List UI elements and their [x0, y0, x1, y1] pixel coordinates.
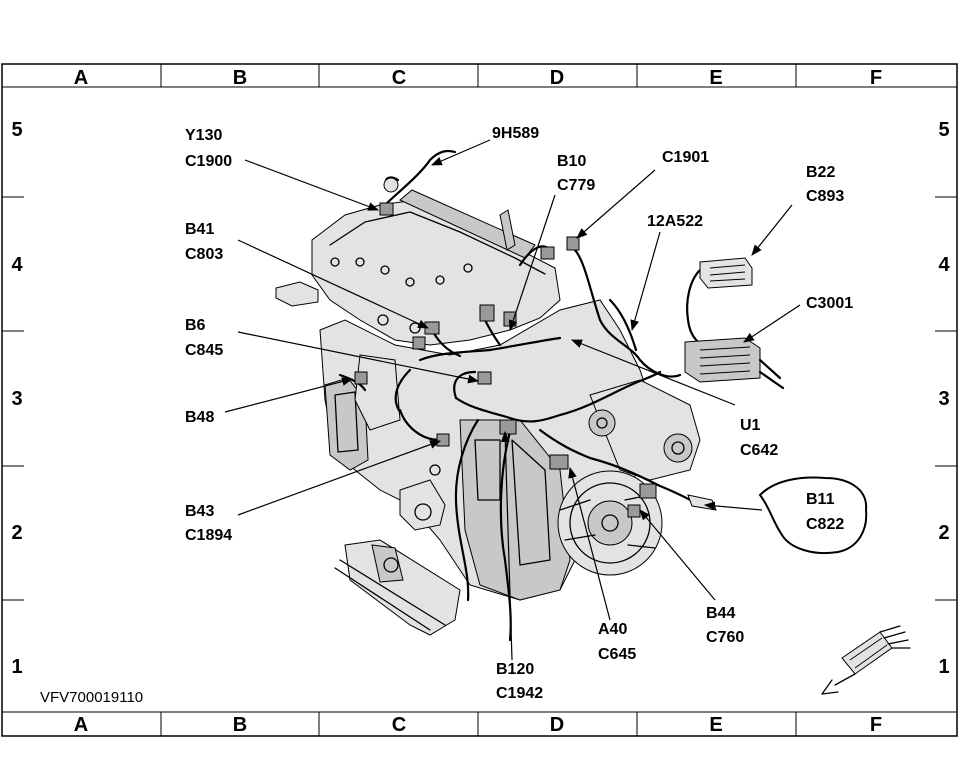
grid-column-label: F	[870, 67, 882, 89]
grid-row-label: 1	[11, 656, 22, 678]
callout-b22: B22 C893	[806, 164, 844, 205]
connector-detail-icon	[821, 625, 911, 695]
grid-row-label: 4	[11, 254, 23, 276]
grid-column-labels-top: A B C D E F	[74, 67, 882, 89]
grid-column-label: F	[870, 714, 882, 736]
callout-b43: B43 C1894	[185, 503, 232, 544]
grid-column-label: B	[233, 67, 247, 89]
callout-a40: A40 C645	[598, 621, 636, 663]
callout-12a522: 12A522	[647, 213, 703, 230]
grid-row-label: 5	[11, 119, 22, 141]
grid-row-label: 4	[938, 254, 950, 276]
grid-row-label: 3	[11, 388, 22, 410]
callout-b48: B48	[185, 409, 214, 426]
callout-b44: B44 C760	[706, 605, 744, 646]
grid-column-label: D	[550, 67, 564, 89]
grid-column-label: C	[392, 714, 406, 736]
valve-cover-bolts	[330, 257, 473, 334]
callout-u1: U1 C642	[740, 417, 778, 459]
callout-9h589: 9H589	[492, 125, 539, 142]
callout-y130: Y130 C1900	[185, 127, 232, 170]
grid-column-labels-bottom: A B C D E F	[74, 714, 882, 736]
callout-b120: B120 C1942	[496, 661, 543, 702]
grid-row-label: 3	[938, 388, 949, 410]
grid-column-label: D	[550, 714, 564, 736]
callout-b41: B41 C803	[185, 221, 223, 263]
grid-row-label: 2	[11, 522, 22, 544]
grid-column-label: C	[392, 67, 406, 89]
callout-c1901: C1901	[662, 149, 709, 166]
callout-b10: B10 C779	[557, 153, 595, 194]
grid-frame	[1, 63, 958, 737]
grid-row-labels-left: 5 4 3 2 1	[11, 119, 23, 678]
callout-b11: B11 C822	[806, 491, 844, 533]
grid-row-label: 1	[938, 656, 949, 678]
grid-row-labels-right: 5 4 3 2 1	[938, 119, 950, 678]
grid-column-label: E	[709, 714, 722, 736]
callout-c3001: C3001	[806, 295, 853, 312]
grid-row-label: 5	[938, 119, 949, 141]
grid-column-label: E	[709, 67, 722, 89]
callout-b6: B6 C845	[185, 317, 223, 359]
grid-column-label: A	[74, 714, 88, 736]
engine-illustration	[275, 149, 911, 695]
leader-lines	[224, 139, 801, 661]
document-id: VFV700019110	[40, 689, 143, 706]
b11-highlight-outline	[758, 476, 868, 554]
grid-column-label: A	[74, 67, 88, 89]
grid-column-label: B	[233, 714, 247, 736]
grid-row-label: 2	[938, 522, 949, 544]
